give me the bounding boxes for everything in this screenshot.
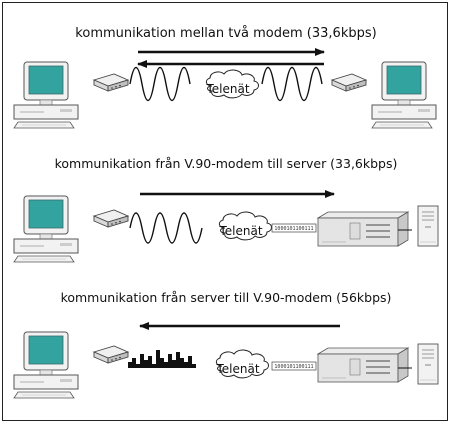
bit-stream-3: 1000101100111 xyxy=(274,364,313,370)
scene-server-to-modem: Telenät 1000101100111 xyxy=(13,322,439,399)
analog-wave-left-1 xyxy=(129,66,191,102)
scene-two-modems: Telenät xyxy=(13,48,437,129)
modem-icon-left-2 xyxy=(93,209,129,228)
tower-pc-icon-3 xyxy=(417,343,439,385)
caption-server-to-modem: kommunikation från server till V.90-mode… xyxy=(60,290,392,305)
modem-icon-right-1 xyxy=(331,73,367,92)
bit-stream-box-2 xyxy=(271,223,317,233)
cloud-label-3: Telenät xyxy=(215,362,259,376)
computer-icon-left-3 xyxy=(13,331,79,399)
modem-icon-left-1 xyxy=(93,73,129,92)
computer-icon-left-2 xyxy=(13,195,79,263)
bit-stream-2: 1000101100111 xyxy=(274,226,313,232)
cloud-label-1: Telenät xyxy=(205,82,249,96)
digital-signal-3 xyxy=(128,350,196,368)
caption-modem-to-server: kommunikation från V.90-modem till serve… xyxy=(54,156,398,171)
tower-pc-icon-2 xyxy=(417,205,439,247)
modem-icon-left-3 xyxy=(93,345,129,364)
server-rack-icon-3 xyxy=(317,347,409,383)
cloud-label-2: Telenät xyxy=(218,224,262,238)
analog-wave-right-1 xyxy=(261,66,323,102)
scene-modem-to-server: Telenät 1000101100111 xyxy=(13,190,439,263)
bit-stream-box-3 xyxy=(271,361,317,371)
analog-wave-2 xyxy=(129,212,203,244)
caption-two-modems: kommunikation mellan två modem (33,6kbps… xyxy=(75,26,377,41)
server-rack-icon-2 xyxy=(317,211,409,247)
computer-icon-left-1 xyxy=(13,61,79,129)
computer-icon-right-1 xyxy=(371,61,437,129)
